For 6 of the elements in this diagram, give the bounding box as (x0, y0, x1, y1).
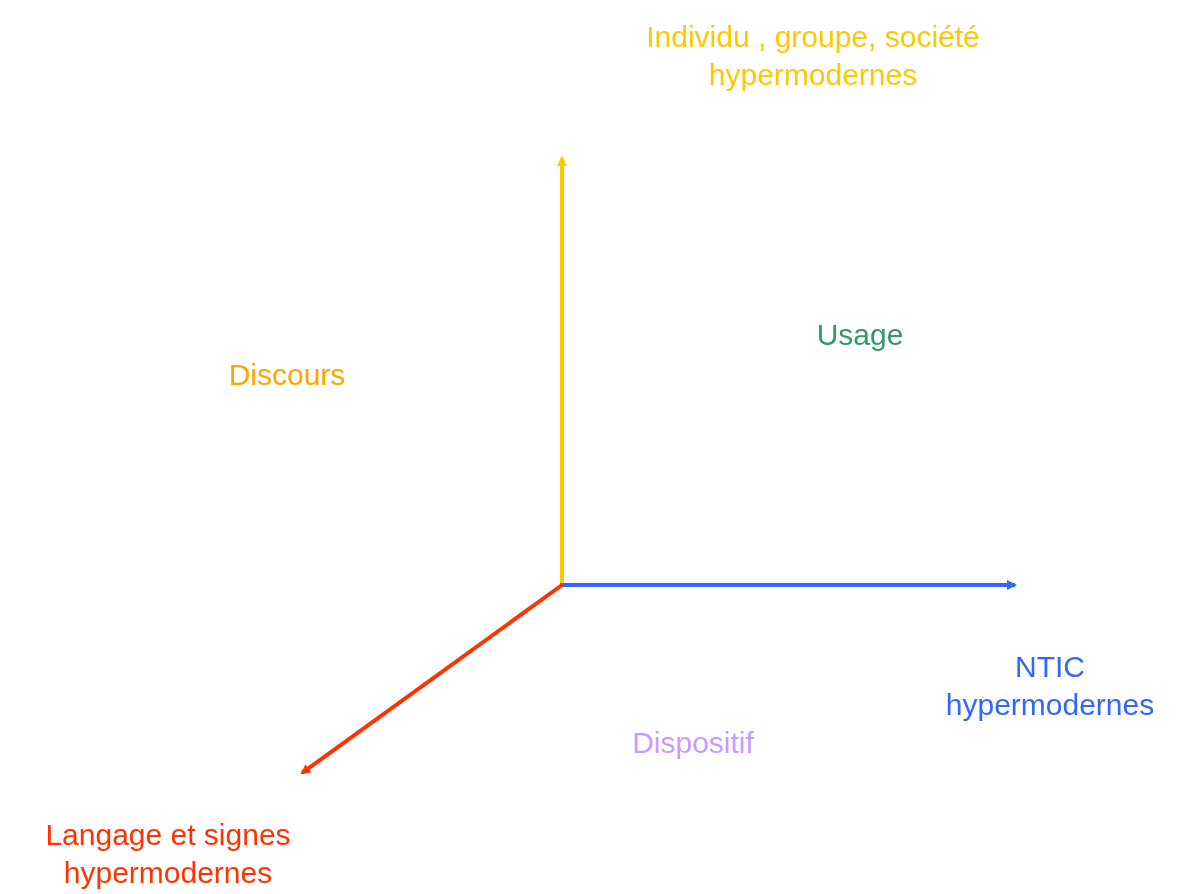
region-label: Dispositif (631, 725, 755, 761)
axis-label: Individu , groupe, société hypermodernes (645, 19, 981, 93)
region-label: Discours (227, 357, 347, 393)
axis-label: Langage et signes hypermodernes (44, 817, 292, 891)
region-label: Usage (815, 317, 905, 353)
axis-label: NTIC hypermodernes (944, 649, 1156, 723)
